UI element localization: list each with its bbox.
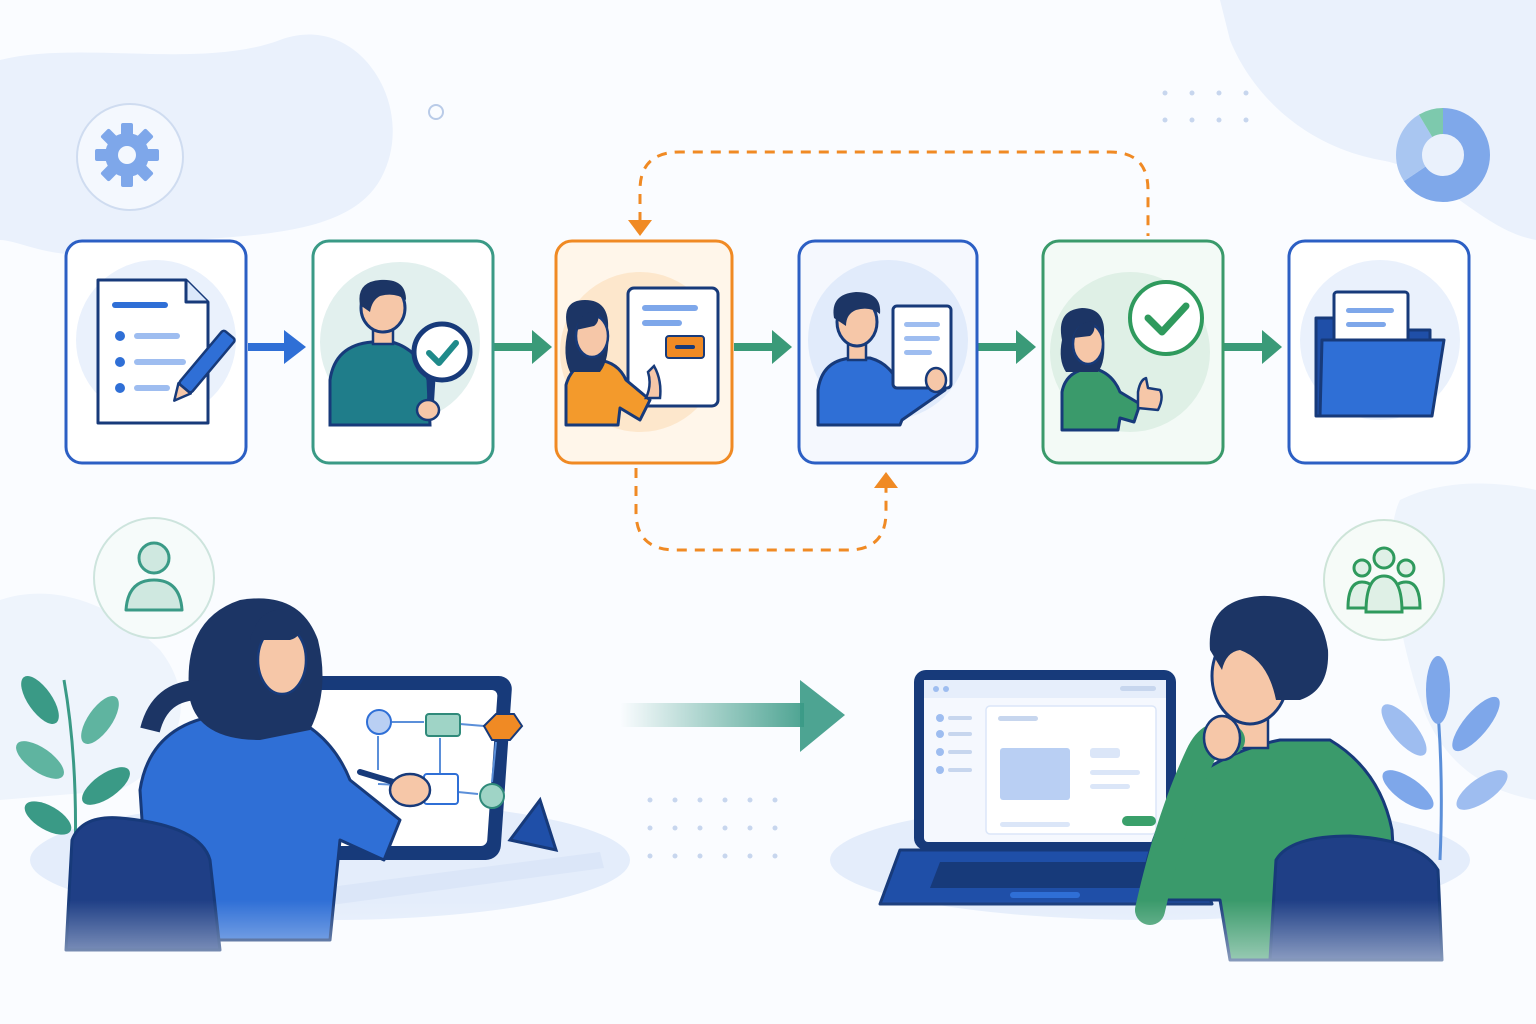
gear-icon [76, 103, 184, 211]
small-ring [428, 104, 444, 120]
person-thumbs-up-check-icon [1060, 280, 1204, 432]
plant-right [1381, 656, 1508, 861]
plant-left [16, 676, 130, 861]
donut-chart-icon [1396, 108, 1490, 202]
folder-documents-icon [1314, 290, 1446, 418]
feedback-loop-top [628, 150, 1150, 236]
step-card-archive [1287, 239, 1471, 465]
person-document-icon [564, 286, 720, 427]
step-card-approve [1041, 239, 1225, 465]
step-card-draft [64, 239, 248, 465]
transition-arrow [620, 680, 845, 752]
step-card-review [311, 239, 495, 465]
person-paper-icon [816, 292, 953, 427]
dot-grid-bottom [647, 797, 778, 859]
step-card-revise [554, 239, 734, 465]
document-pencil-icon [96, 278, 236, 425]
team-icon [1323, 519, 1445, 641]
dot-grid-top [1162, 90, 1249, 123]
bottom-fade [0, 900, 1536, 1024]
step-card-edit [797, 239, 979, 465]
laptop [878, 670, 1214, 906]
user-icon [93, 517, 215, 639]
feedback-loop-bottom [634, 468, 898, 552]
person-magnifier-check-icon [328, 279, 473, 427]
step-connectors [248, 330, 1282, 364]
